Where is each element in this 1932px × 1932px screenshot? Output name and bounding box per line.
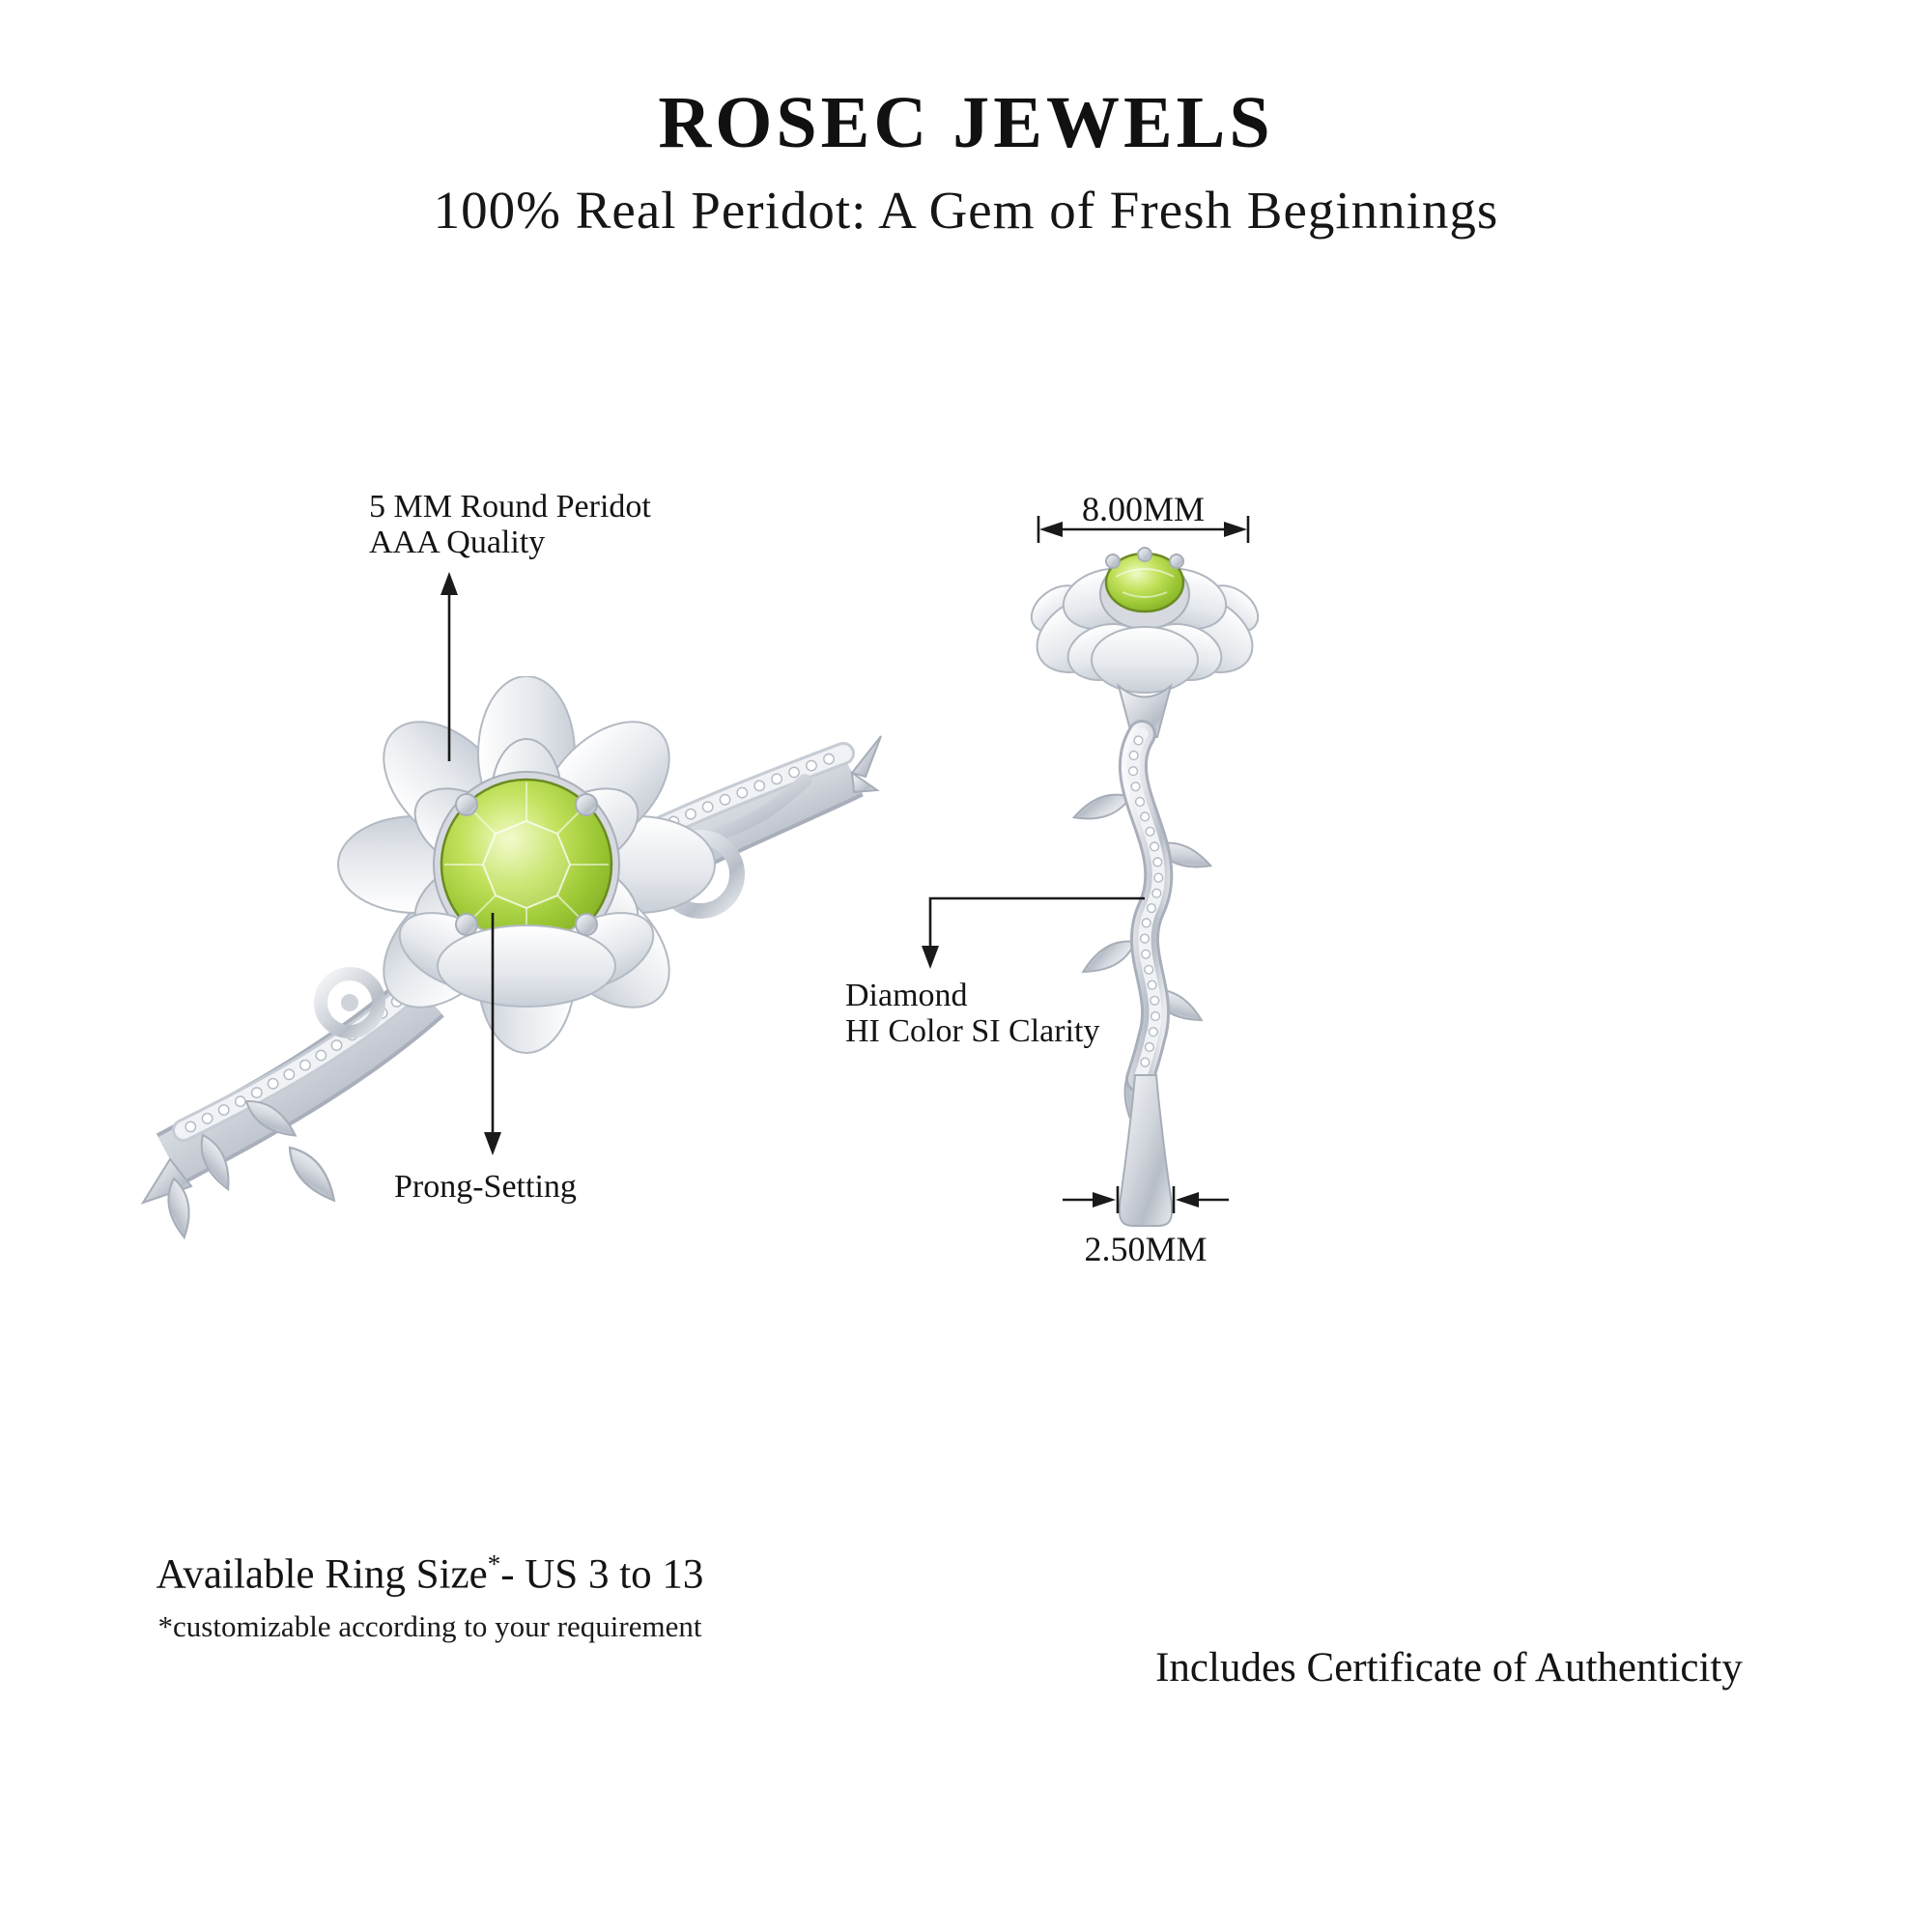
pave-diamond [1140, 811, 1151, 822]
pave-diamond [315, 1049, 327, 1062]
ring-size-asterisk: * [487, 1549, 501, 1578]
pave-diamond [806, 759, 817, 772]
pave-diamond [330, 1039, 343, 1051]
head-width-label: 8.00MM [1081, 490, 1206, 528]
pave-diamond [1152, 857, 1163, 867]
pave-diamond [1150, 995, 1160, 1006]
pave-diamond [1150, 841, 1160, 852]
peridot-gemstone [440, 778, 613, 952]
prong-callout-label: Prong-Setting [394, 1169, 577, 1205]
ring-shank [1119, 1074, 1173, 1227]
pave-diamond [1151, 888, 1162, 898]
ring-top-view-illustration [140, 676, 882, 1240]
pave-diamond [283, 1068, 296, 1081]
pave-diamond [685, 808, 696, 820]
ring-size-block: Available Ring Size*- US 3 to 13 *custom… [97, 1549, 763, 1644]
pave-diamond [1128, 750, 1139, 761]
customizable-note: *customizable according to your requirem… [157, 1609, 702, 1644]
diamond-callout-line2: HI Color SI Clarity [845, 1013, 1100, 1049]
flower-head-profile [1030, 547, 1260, 738]
pave-diamond [1150, 1010, 1161, 1022]
pave-diamond [788, 766, 800, 779]
stone-callout-line1: 5 MM Round Peridot [369, 489, 651, 525]
pave-diamond [1141, 918, 1151, 928]
brand-title: ROSEC JEWELS [658, 82, 1274, 163]
pave-diamond [298, 1059, 311, 1071]
pave-diamond [267, 1077, 279, 1090]
ring-size-label: Available Ring Size [156, 1551, 488, 1598]
pave-diamond [823, 753, 835, 765]
pave-diamond [217, 1104, 230, 1116]
pave-diamond [1148, 1027, 1159, 1037]
pave-diamond [185, 1121, 197, 1133]
pave-diamond [701, 801, 714, 813]
prong-claws [455, 793, 598, 936]
pave-diamond [719, 793, 731, 806]
pave-diamond [753, 780, 766, 792]
certificate-note: Includes Certificate of Authenticity [1155, 1645, 1743, 1690]
pave-diamond [234, 1095, 246, 1108]
band-width-label: 2.50MM [1084, 1230, 1208, 1268]
pave-diamond [1144, 1041, 1155, 1053]
prong-claws-profile [1105, 547, 1184, 569]
pave-diamond [1147, 980, 1157, 990]
tagline: 100% Real Peridot: A Gem of Fresh Beginn… [433, 181, 1499, 240]
pave-diamond [1134, 796, 1146, 808]
band-tip [850, 770, 880, 794]
ring-size-line: Available Ring Size*- US 3 to 13 [97, 1549, 763, 1598]
pave-diamond [1140, 1057, 1151, 1067]
band-left-shank [140, 973, 444, 1205]
pave-diamond [1153, 872, 1164, 883]
swirl-ornament-left [314, 967, 385, 1038]
pave-diamond [771, 773, 782, 785]
stone-callout-line2: AAA Quality [369, 525, 546, 560]
pave-diamond [1128, 766, 1139, 777]
pave-diamond [1130, 781, 1141, 792]
pave-diamond [1144, 964, 1154, 975]
pave-diamond [1141, 949, 1151, 959]
diamond-callout-line1: Diamond [845, 978, 968, 1013]
ring-size-range: - US 3 to 13 [500, 1551, 704, 1598]
flower-front-petals [398, 912, 655, 1008]
diamond-callout-label: Diamond HI Color SI Clarity [845, 978, 1099, 1049]
band-tip [850, 735, 882, 779]
pave-diamond [1133, 735, 1144, 746]
pave-diamond [1145, 826, 1155, 837]
pave-diamond [201, 1112, 213, 1124]
pave-diamond [1139, 933, 1151, 944]
diamond-vine-band [1118, 720, 1174, 1094]
band-tip [140, 1157, 193, 1205]
pave-diamond [1146, 903, 1157, 914]
pave-diamond [250, 1087, 263, 1098]
stone-callout-label: 5 MM Round Peridot AAA Quality [369, 489, 651, 560]
ring-side-view-illustration [1030, 547, 1260, 1227]
pave-diamond [736, 786, 749, 799]
